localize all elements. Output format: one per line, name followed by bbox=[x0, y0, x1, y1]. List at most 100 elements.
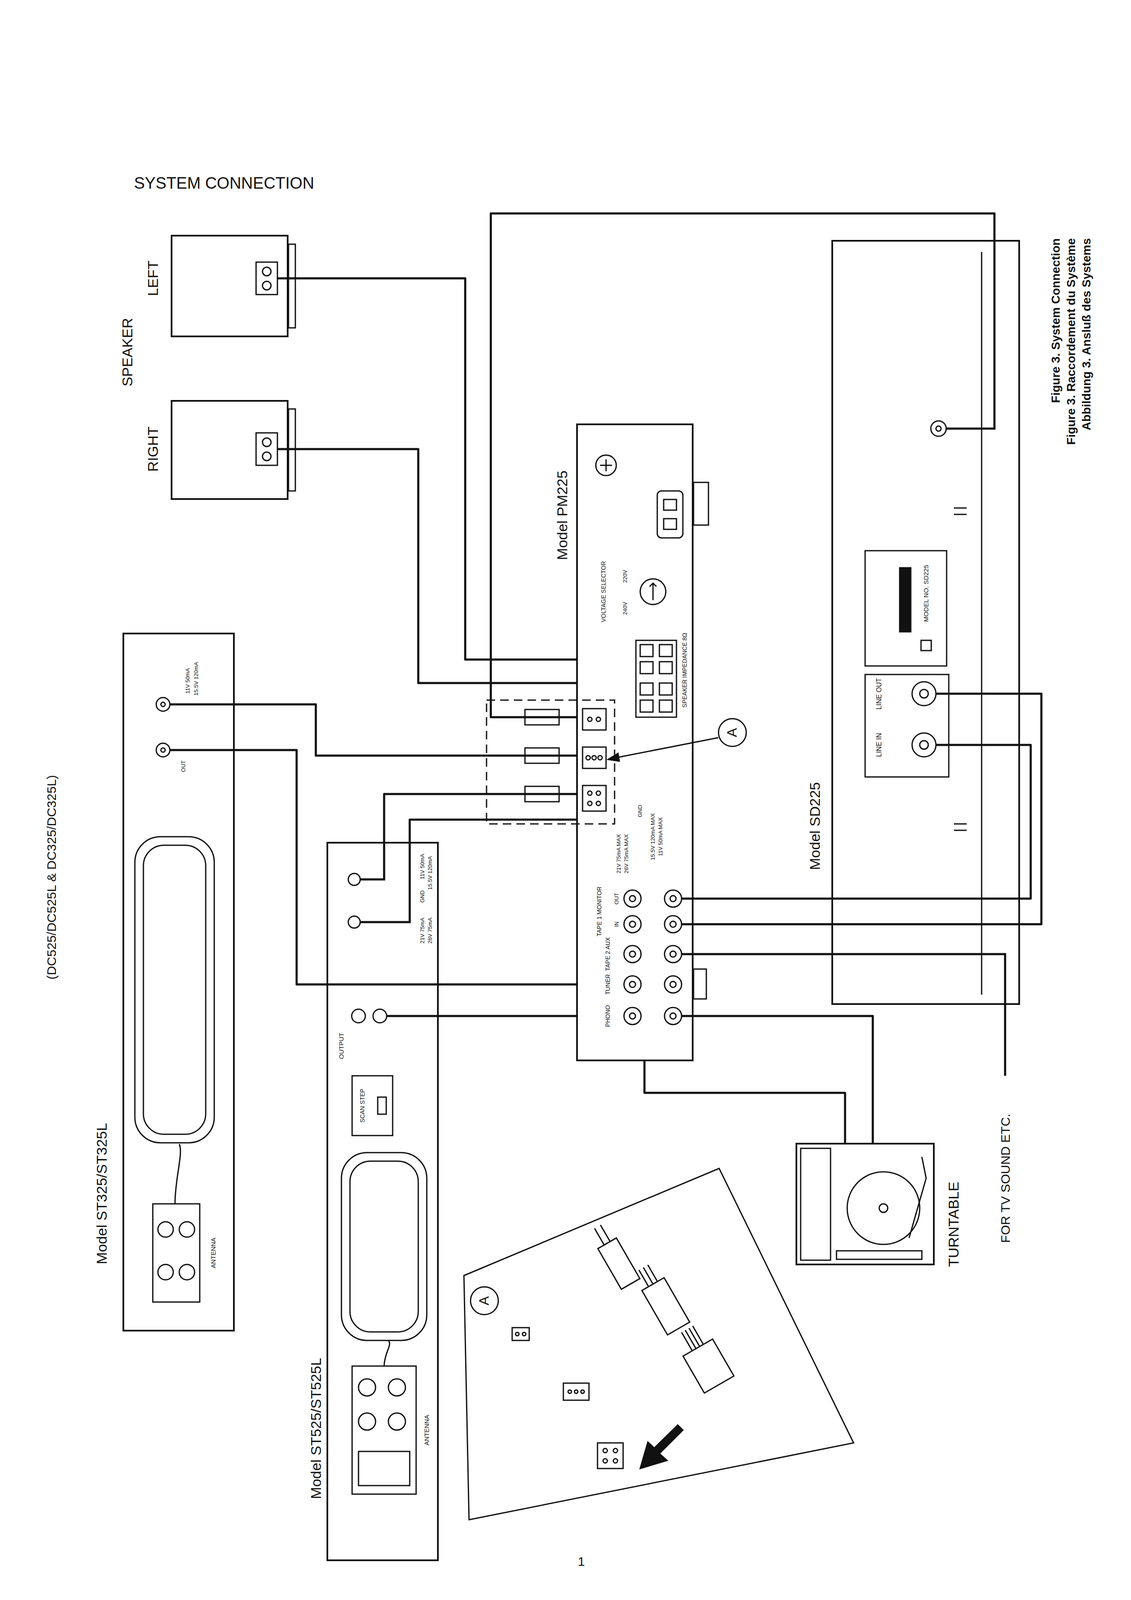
panel-text: 26V 75mA bbox=[427, 917, 434, 944]
plug-inset-part bbox=[515, 1332, 519, 1336]
amplifier-panel-part bbox=[623, 975, 642, 993]
connection-cable bbox=[693, 693, 1042, 925]
tuner-st525-panel-part bbox=[348, 915, 361, 928]
amplifier-panel-part bbox=[585, 755, 591, 760]
jack-label: LINE IN bbox=[875, 732, 884, 757]
speaker-detail-part bbox=[288, 244, 296, 328]
panel-text: VOLTAGE SELECTOR bbox=[600, 560, 607, 622]
amplifier-panel-part bbox=[663, 499, 677, 511]
amplifier-panel-part bbox=[486, 699, 615, 824]
panel-text: 240V bbox=[622, 601, 629, 615]
model-label: Model ST525/ST525L bbox=[308, 1357, 324, 1499]
turntable-drawing bbox=[800, 1148, 927, 1260]
tuner-st325-panel-part bbox=[157, 1264, 174, 1280]
lead-note: FOR TV SOUND ETC. bbox=[998, 1113, 1013, 1243]
plug-inset-part bbox=[588, 1221, 640, 1289]
tuner-st325-panel-part bbox=[143, 845, 206, 1134]
amplifier-panel-part bbox=[587, 790, 592, 796]
model-label: LEFT bbox=[145, 260, 161, 296]
amplifier-panel-part bbox=[587, 717, 592, 722]
callout-circle: A bbox=[717, 717, 747, 747]
jack-label: IN bbox=[613, 921, 620, 927]
speaker-detail-part bbox=[262, 437, 272, 447]
model-note: (DC525/DC525L & DC325/DC325L) bbox=[44, 774, 59, 980]
cassette-deck-panel-part bbox=[865, 674, 949, 777]
tuner-st525-panel-part bbox=[358, 1412, 376, 1430]
tuner-st525-panel bbox=[341, 841, 439, 1494]
plug-inset-part bbox=[613, 1448, 618, 1453]
amplifier-panel-part bbox=[693, 968, 707, 999]
speaker-box: RIGHT bbox=[170, 399, 289, 500]
amplifier-panel-part bbox=[670, 950, 677, 957]
plug-inset-part bbox=[632, 1260, 690, 1335]
plug-inset-part bbox=[568, 1389, 572, 1394]
tuner-st325-panel-part bbox=[152, 1203, 200, 1302]
amplifier-panel-part bbox=[617, 737, 719, 758]
amplifier-panel-part bbox=[670, 981, 677, 988]
plug-inset-part bbox=[580, 1389, 585, 1394]
tuner-st525-panel-part bbox=[349, 1160, 419, 1332]
amplifier-panel-part bbox=[623, 1007, 642, 1025]
page-number: 1 bbox=[577, 1553, 586, 1569]
amplifier-panel-part bbox=[670, 921, 677, 927]
tuner-st325-panel-part bbox=[156, 697, 170, 712]
amplifier-panel-part bbox=[596, 790, 601, 796]
connection-cable bbox=[409, 819, 577, 842]
connection-cable bbox=[288, 278, 577, 660]
amplifier-panel-part bbox=[659, 644, 673, 657]
panel-text: 21V 75mA MAX bbox=[615, 833, 622, 874]
plug-inset-part bbox=[522, 1332, 526, 1336]
turntable-drawing-part bbox=[879, 1203, 888, 1213]
jack-label: OUT bbox=[180, 760, 187, 772]
panel-text: GND bbox=[637, 804, 644, 818]
panel-text: 11V 50mA bbox=[419, 853, 426, 880]
tuner-st525-panel-part bbox=[358, 1378, 376, 1396]
cassette-deck-panel-part bbox=[912, 732, 936, 757]
plug-inset-part-part bbox=[594, 1224, 610, 1245]
caption-line: Abbildung 3. Ansluß des Systems bbox=[1078, 238, 1095, 445]
cassette-deck-panel-part bbox=[865, 550, 947, 666]
plug-inset-part bbox=[563, 1382, 589, 1400]
tuner-st325-panel bbox=[134, 697, 235, 1302]
turntable-drawing-part bbox=[909, 1156, 927, 1238]
tuner-st325-panel-part bbox=[174, 1143, 181, 1204]
cassette-deck-panel-part bbox=[921, 640, 932, 651]
amplifier-panel-part bbox=[623, 889, 642, 907]
tuner-st325-panel-part bbox=[156, 743, 170, 757]
amplifier-panel-part bbox=[649, 582, 657, 601]
connection-cable bbox=[644, 1061, 846, 1143]
plug-inset-part bbox=[512, 1327, 530, 1341]
amplifier-panel-part bbox=[582, 746, 607, 769]
amplifier-panel-part bbox=[664, 945, 682, 963]
jack-label: TUNER bbox=[604, 973, 612, 995]
amplifier-panel-part bbox=[640, 699, 653, 712]
amplifier-panel-part bbox=[595, 454, 617, 476]
jack-label: TAPE 1 MONITOR bbox=[596, 886, 603, 937]
amplifier-panel-part bbox=[623, 945, 642, 963]
panel-text: 11V 50mA bbox=[184, 667, 191, 694]
amplifier-panel-part bbox=[596, 801, 601, 806]
amplifier-panel bbox=[486, 454, 719, 1025]
diagram-title: SYSTEM CONNECTION bbox=[134, 174, 315, 193]
plug-inset-part-part bbox=[681, 1325, 704, 1351]
tuner-st325-panel-part bbox=[179, 1264, 195, 1280]
jack-label: TAPE 2 AUX bbox=[604, 936, 612, 971]
cassette-deck-panel-part bbox=[899, 567, 911, 632]
callout-circle: A bbox=[469, 1285, 499, 1315]
amplifier-panel-part bbox=[608, 753, 620, 761]
panel-text: GND bbox=[419, 890, 426, 903]
jack-label: LINE OUT bbox=[875, 677, 884, 710]
amplifier-panel-part bbox=[582, 708, 607, 730]
amplifier-panel-part bbox=[582, 785, 607, 811]
panel-text: 15.5V 120mA bbox=[193, 661, 200, 696]
amplifier-panel-part bbox=[659, 699, 673, 712]
amplifier-panel-part bbox=[629, 895, 636, 902]
plug-inset-part bbox=[603, 1458, 608, 1463]
cassette-deck-panel-part bbox=[981, 251, 983, 995]
amplifier-panel-part bbox=[693, 482, 709, 525]
connection-cable bbox=[234, 704, 577, 756]
plug-inset-part bbox=[672, 1320, 734, 1393]
connection-cable bbox=[234, 749, 577, 985]
cassette-deck-panel-part bbox=[930, 420, 947, 437]
amplifier-unit: Model PM225 bbox=[576, 423, 694, 1062]
